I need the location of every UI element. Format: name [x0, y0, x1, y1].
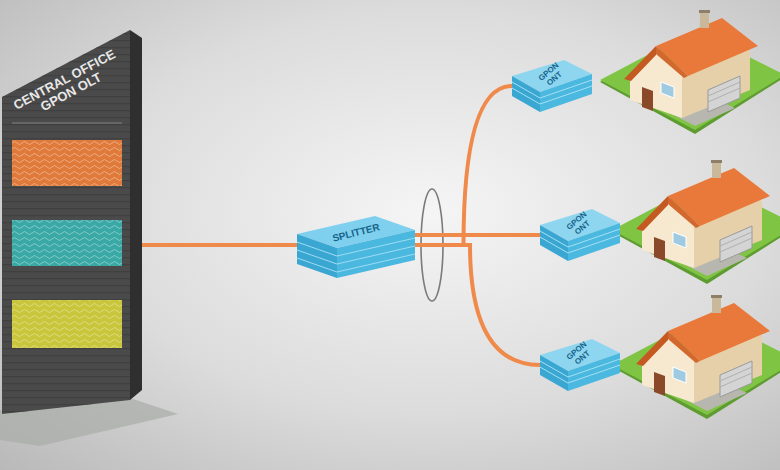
- fiber-link: [415, 245, 540, 365]
- rack-shape-part: [130, 30, 142, 400]
- fiber-link: [142, 243, 297, 247]
- ont-shape-part: [540, 355, 568, 391]
- rack-shape-part: [12, 220, 122, 266]
- rack-shape-part: [12, 220, 122, 266]
- rack-shape-part: [12, 140, 122, 186]
- ont-box: GPON ONT: [512, 58, 592, 114]
- rack-shape-part: [14, 131, 122, 135]
- fiber-link: [415, 233, 540, 237]
- rack-shape-part: [12, 122, 122, 124]
- fiber-link: [415, 86, 512, 245]
- rack-shape-part: [12, 140, 122, 186]
- ont-box: GPON ONT: [540, 337, 620, 393]
- rack-shape-part: [2, 30, 130, 414]
- house-2: [612, 160, 780, 284]
- splitter-shape: [297, 212, 415, 278]
- ont-shape-part: [512, 76, 540, 112]
- splitter-shape-part: [297, 234, 337, 278]
- olt-rack: CENTRAL OFFICE GPON OLT: [2, 2, 142, 418]
- splitter-shape-part: [297, 238, 415, 272]
- rack-shape: [2, 2, 142, 418]
- rack-shape-part: [2, 30, 130, 414]
- rack-shape-part: [12, 300, 122, 348]
- rack-shape-part: [14, 210, 122, 214]
- splitter-box: SPLITTER: [297, 212, 415, 278]
- rack-shape-part: [14, 290, 122, 294]
- ont-shape-part: [540, 225, 568, 261]
- rack-shape-part: [12, 300, 122, 348]
- house-3: [612, 295, 780, 419]
- ont-box: GPON ONT: [540, 207, 620, 263]
- house-1: [600, 10, 780, 134]
